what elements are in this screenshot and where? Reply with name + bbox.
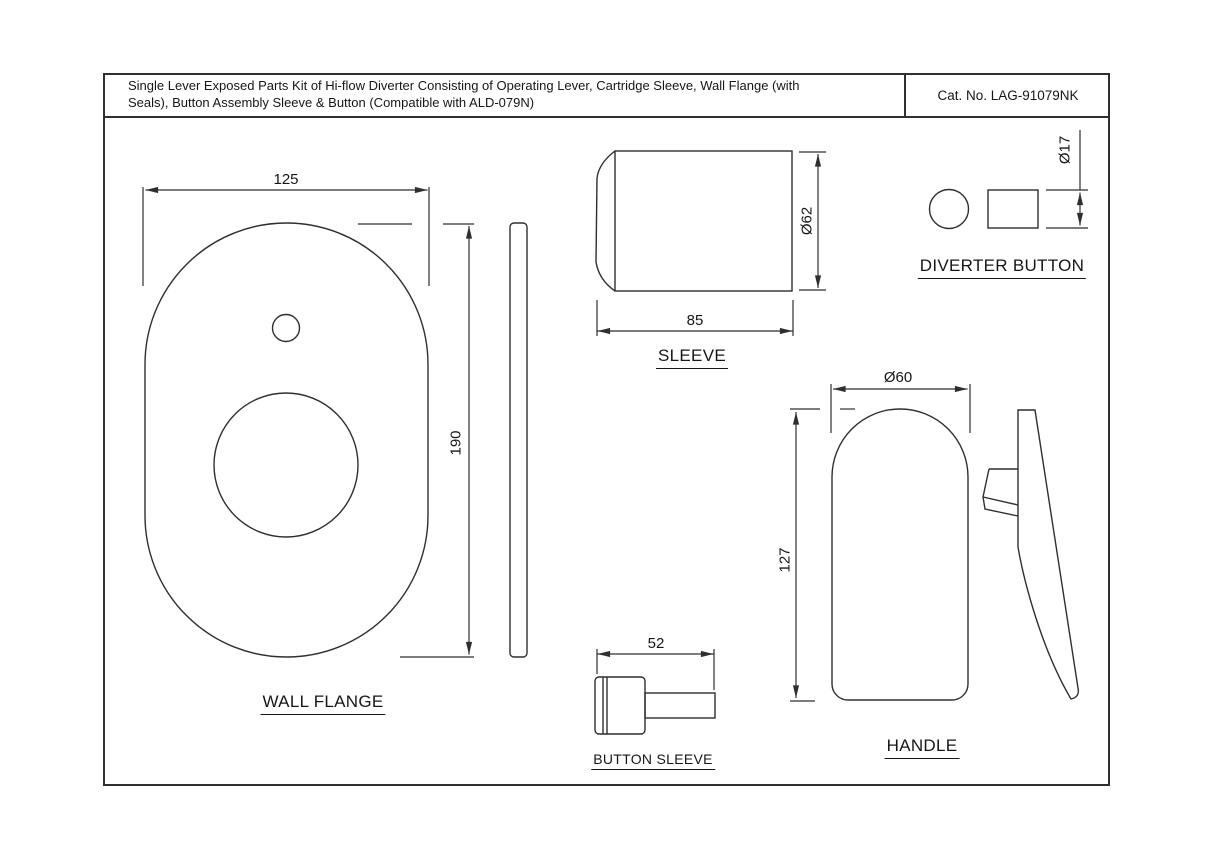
handle-diameter-dim: Ø60 bbox=[883, 369, 913, 386]
wall-flange-center-hole bbox=[213, 392, 359, 538]
diverter-button-dimension-lines bbox=[1046, 130, 1088, 229]
sleeve-diameter-dim: Ø62 bbox=[798, 206, 816, 236]
handle-dimension-lines bbox=[790, 384, 971, 702]
wall-flange-width-dim: 125 bbox=[273, 171, 299, 188]
title-description: Single Lever Exposed Parts Kit of Hi-flo… bbox=[128, 78, 800, 110]
sleeve-body-outline bbox=[614, 150, 793, 292]
sleeve-length-dim: 85 bbox=[686, 312, 704, 329]
handle-stem-outline bbox=[982, 468, 1019, 517]
sleeve-dimension-lines bbox=[596, 151, 826, 336]
handle-side-lever-blade bbox=[1017, 409, 1080, 700]
button-sleeve-shaft-outline bbox=[644, 692, 716, 719]
drawing-frame bbox=[103, 73, 1110, 786]
wall-flange-dimension-lines bbox=[142, 186, 474, 658]
diverter-button-views bbox=[928, 188, 1039, 230]
wall-flange-views bbox=[144, 222, 528, 658]
handle-stem-seam-line bbox=[982, 496, 1019, 506]
handle-front-outline bbox=[831, 408, 969, 701]
sleeve-tapered-end bbox=[595, 150, 616, 292]
diverter-button-label: DIVERTER BUTTON bbox=[917, 256, 1087, 279]
button-sleeve-length-dim: 52 bbox=[647, 635, 665, 652]
wall-flange-side-view bbox=[509, 222, 528, 658]
button-sleeve-dimension-lines bbox=[596, 649, 715, 690]
wall-flange-front-outline bbox=[144, 222, 429, 658]
handle-views bbox=[831, 408, 1080, 701]
diverter-button-front-view bbox=[928, 188, 970, 230]
button-sleeve-view bbox=[594, 676, 716, 735]
wall-flange-height-dim: 190 bbox=[447, 430, 465, 456]
sleeve-label: SLEEVE bbox=[656, 346, 728, 369]
diverter-button-side-view bbox=[987, 189, 1039, 229]
catalog-number: Cat. No. LAG-91079NK bbox=[937, 88, 1079, 103]
sleeve-view bbox=[595, 150, 793, 292]
handle-label: HANDLE bbox=[884, 736, 960, 759]
border-rect bbox=[103, 73, 1110, 786]
diverter-button-diameter-dim: Ø17 bbox=[1056, 135, 1074, 165]
wall-flange-label: WALL FLANGE bbox=[260, 692, 386, 715]
handle-height-dim: 127 bbox=[776, 547, 794, 573]
button-sleeve-label: BUTTON SLEEVE bbox=[591, 751, 715, 770]
wall-flange-top-hole bbox=[271, 313, 301, 343]
